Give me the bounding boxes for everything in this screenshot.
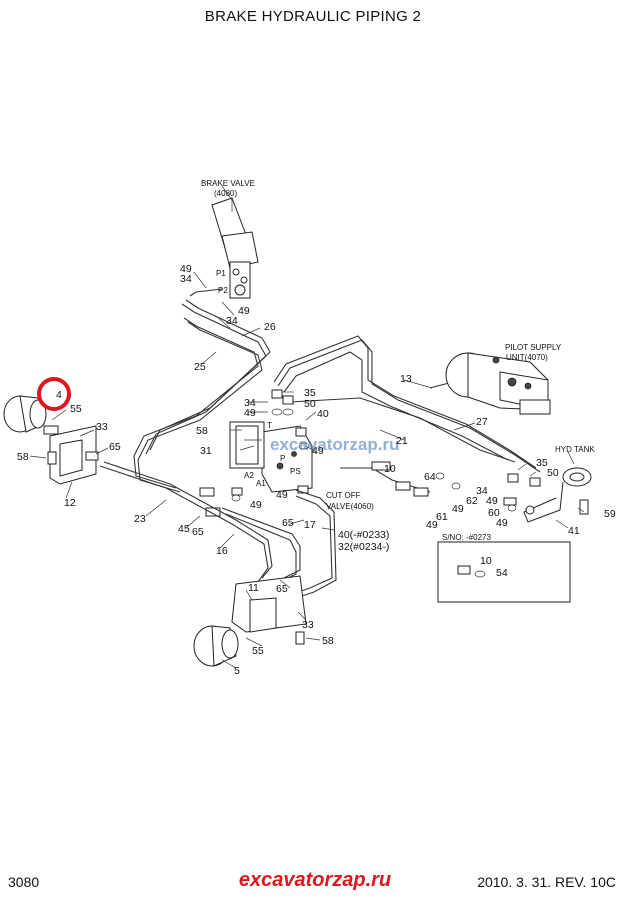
- callout-33: 33: [302, 619, 314, 631]
- upper-bracket: [47, 425, 99, 485]
- brand-banner[interactable]: excavatorzap.ru: [218, 867, 412, 893]
- callout-40: 40: [317, 408, 329, 420]
- callout-58: 58: [17, 451, 29, 463]
- callout-49: 49: [238, 305, 250, 317]
- brake-valve-pipes: [133, 288, 271, 493]
- callout-35: 35: [304, 387, 316, 399]
- callout-4: 4: [56, 389, 62, 401]
- callout-21: 21: [396, 435, 408, 447]
- fittings-central: [199, 389, 310, 517]
- port-ps: PS: [290, 467, 301, 476]
- callout-25: 25: [194, 361, 206, 373]
- brake-valve-assembly: [211, 197, 259, 299]
- callout-50: 50: [547, 467, 559, 479]
- callout-65: 65: [109, 441, 121, 453]
- callout-49: 49: [486, 495, 498, 507]
- callout-65: 65: [282, 517, 294, 529]
- callout-16: 16: [216, 545, 228, 557]
- callout-49: 49: [426, 519, 438, 531]
- callout-34: 34: [476, 485, 488, 497]
- cut-off-ref: VALVE(4060): [326, 502, 374, 511]
- serial-inset-box: [437, 541, 571, 603]
- callout-58: 58: [322, 635, 334, 647]
- port-p2: P2: [218, 286, 228, 295]
- callout-58: 58: [196, 425, 208, 437]
- pilot-supply-ref: UNIT(4070): [506, 353, 548, 362]
- page-number: 3080: [8, 874, 40, 890]
- callout-49: 49: [250, 499, 262, 511]
- serial-box-title: S/NO: -#0273: [442, 533, 491, 542]
- lower-bracket: [231, 575, 307, 645]
- callout-23: 23: [134, 513, 146, 525]
- port-a1: A1: [256, 479, 266, 488]
- highlight-circle: [37, 377, 71, 411]
- part-callouts: 4 55 33 65 58 12 49 34 49 34 26 25 13 27…: [17, 263, 616, 677]
- brake-valve-label: BRAKE VALVE: [201, 179, 255, 188]
- callout-61: 61: [436, 511, 448, 523]
- pilot-supply-unit: [445, 352, 551, 415]
- callout-64: 64: [424, 471, 436, 483]
- port-a2: A2: [244, 471, 254, 480]
- callout-49: 49: [180, 263, 192, 275]
- pilot-supply-label: PILOT SUPPLY: [505, 343, 562, 352]
- callout-60: 60: [488, 507, 500, 519]
- lower-lines: [99, 461, 337, 601]
- callout-55: 55: [252, 645, 264, 657]
- callout-27: 27: [476, 416, 488, 428]
- callout-34: 34: [244, 397, 256, 409]
- page-title: BRAKE HYDRAULIC PIPING 2: [204, 8, 422, 25]
- callout-59: 59: [604, 508, 616, 520]
- callout-49: 49: [276, 489, 288, 501]
- serial-item-54: 54: [496, 567, 508, 579]
- callout-65: 65: [276, 583, 288, 595]
- callout-40-range: 40(-#0233): [338, 529, 389, 541]
- long-pressure-lines: [273, 335, 541, 473]
- hyd-tank-fitting: [523, 467, 592, 523]
- callout-33: 33: [96, 421, 108, 433]
- port-t: T: [267, 421, 272, 430]
- callout-49: 49: [496, 517, 508, 529]
- callout-49: 49: [452, 503, 464, 515]
- serial-item-10: 10: [480, 555, 492, 567]
- callout-45: 45: [178, 523, 190, 535]
- watermark: excavatorzap.ru: [270, 435, 399, 454]
- callout-35: 35: [536, 457, 548, 469]
- callout-13: 13: [400, 373, 412, 385]
- callout-10: 10: [384, 463, 396, 475]
- port-p: P: [280, 454, 285, 463]
- upper-accumulator: [3, 395, 59, 435]
- callout-49: 49: [244, 407, 256, 419]
- callout-5: 5: [234, 665, 240, 677]
- callout-11: 11: [248, 582, 259, 594]
- hyd-tank-label: HYD TANK: [555, 445, 595, 454]
- cut-off-side-fittings: [340, 461, 541, 512]
- callout-32-range: 32(#0234-): [338, 541, 389, 553]
- callout-12: 12: [64, 497, 76, 509]
- callout-34: 34: [180, 273, 192, 285]
- brake-valve-ref: (4080): [214, 189, 237, 198]
- callout-55: 55: [70, 403, 82, 415]
- lower-accumulator: [193, 625, 239, 667]
- revision-stamp: 2010. 3. 31. REV. 10C: [477, 874, 616, 890]
- callout-65: 65: [192, 526, 204, 538]
- callout-41: 41: [568, 525, 580, 537]
- cut-off-valve: [229, 421, 313, 493]
- cut-off-label: CUT OFF: [326, 491, 361, 500]
- callout-31: 31: [200, 445, 212, 457]
- callout-26: 26: [264, 321, 276, 333]
- callout-34: 34: [226, 315, 238, 327]
- callout-62: 62: [466, 495, 478, 507]
- callout-49: 49: [312, 445, 324, 457]
- callout-17: 17: [304, 519, 316, 531]
- callout-50: 50: [304, 398, 316, 410]
- leader-lines: [29, 185, 585, 669]
- port-p1: P1: [216, 269, 226, 278]
